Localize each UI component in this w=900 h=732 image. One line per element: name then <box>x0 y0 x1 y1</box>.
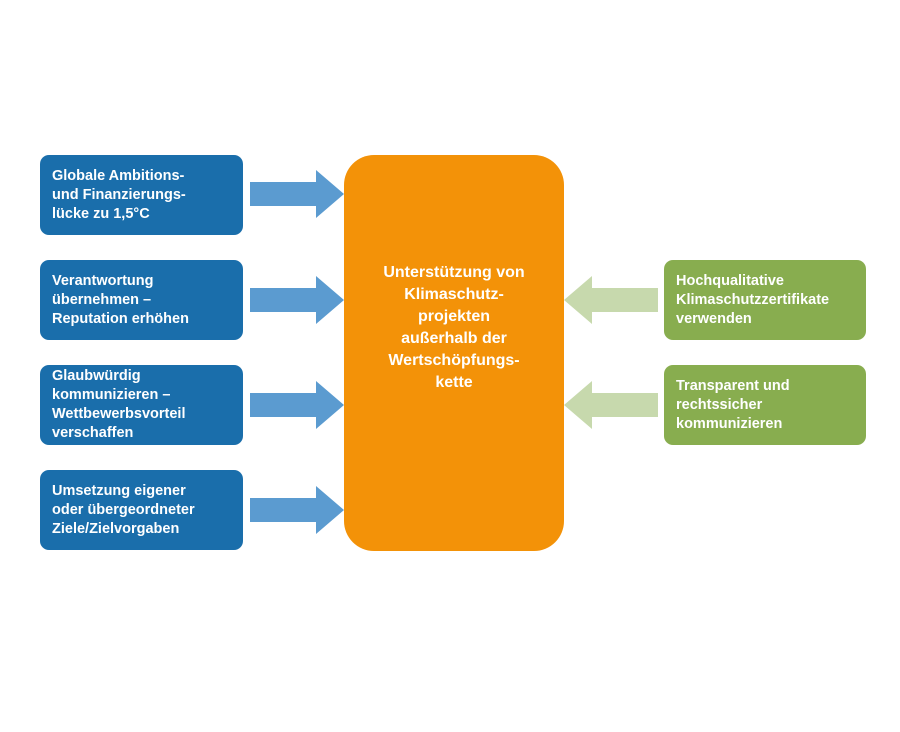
left-box-1: Globale Ambitions- und Finanzierungs- lü… <box>40 155 243 235</box>
arrow-left-1 <box>564 276 658 324</box>
left-box-1-text: Globale Ambitions- und Finanzierungs- lü… <box>52 167 186 222</box>
left-box-3-text: Glaubwürdig kommunizieren – Wettbewerbsv… <box>52 368 186 441</box>
arrow-right-1 <box>250 170 344 218</box>
right-box-1-text: Hochqualitative Klimaschutzzertifikate v… <box>676 272 830 327</box>
arrow-right-2 <box>250 276 344 324</box>
right-box-1: Hochqualitative Klimaschutzzertifikate v… <box>664 260 866 340</box>
center-box: Unterstützung von Klimaschutz- projekten… <box>344 155 564 551</box>
left-box-3: Glaubwürdig kommunizieren – Wettbewerbsv… <box>40 365 243 445</box>
left-box-4-text: Umsetzung eigener oder übergeordneter Zi… <box>52 482 195 537</box>
arrow-right-4 <box>250 486 344 534</box>
arrow-right-3 <box>250 381 344 429</box>
left-box-2: Verantwortung übernehmen – Reputation er… <box>40 260 243 340</box>
left-box-2-text: Verantwortung übernehmen – Reputation er… <box>52 272 189 327</box>
arrow-left-2 <box>564 381 658 429</box>
left-box-4: Umsetzung eigener oder übergeordneter Zi… <box>40 470 243 550</box>
center-text: Unterstützung von Klimaschutz- projekten… <box>383 264 525 391</box>
right-box-2-text: Transparent und rechtssicher kommunizier… <box>676 377 790 432</box>
right-box-2: Transparent und rechtssicher kommunizier… <box>664 365 866 445</box>
